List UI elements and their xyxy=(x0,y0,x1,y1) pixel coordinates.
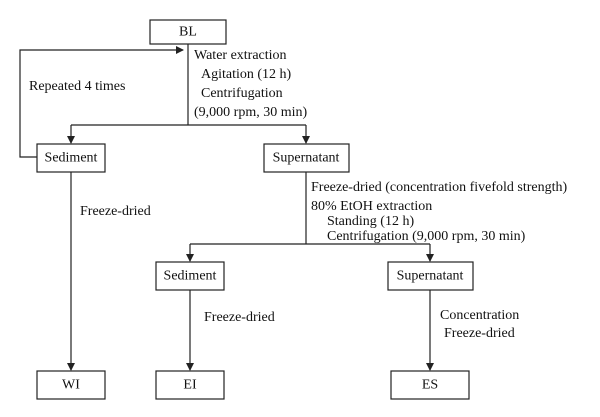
node-sediment-2-box xyxy=(155,261,225,291)
annotation-freeze-dried-wi: Freeze-dried xyxy=(80,204,151,219)
node-supernatant-2-label: Supernatant xyxy=(397,269,464,284)
node-bl: BL xyxy=(149,19,227,45)
annotation-agitation: Agitation (12 h) xyxy=(201,67,292,82)
node-wi-label: WI xyxy=(62,378,80,393)
repeat-loop-arrow xyxy=(19,46,184,158)
annotation-concentration: Concentration xyxy=(440,308,519,323)
node-es: ES xyxy=(390,370,470,400)
node-ei: EI xyxy=(155,370,225,400)
node-wi-box xyxy=(36,370,106,400)
node-bl-box xyxy=(149,19,227,45)
node-supernatant-1: Supernatant xyxy=(263,143,350,173)
annotation-centrifugation-params: (9,000 rpm, 30 min) xyxy=(194,105,307,120)
annotation-freeze-dried-es: Freeze-dried xyxy=(444,326,515,341)
node-es-label: ES xyxy=(422,378,438,393)
node-sediment-1-label: Sediment xyxy=(45,151,98,166)
annotation-freeze-dried-concentration: Freeze-dried (concentration fivefold str… xyxy=(311,180,568,195)
node-ei-box xyxy=(155,370,225,400)
node-supernatant-1-label: Supernatant xyxy=(273,151,340,166)
annotation-standing: Standing (12 h) xyxy=(327,214,414,229)
node-sediment-1-box xyxy=(36,143,106,173)
annotation-centrifugation-2: Centrifugation (9,000 rpm, 30 min) xyxy=(327,229,526,244)
annotation-centrifugation: Centrifugation xyxy=(201,86,283,101)
node-sediment-1: Sediment xyxy=(36,143,106,173)
node-bl-label: BL xyxy=(179,25,197,40)
annotation-freeze-dried-ei: Freeze-dried xyxy=(204,310,275,325)
node-sediment-2-label: Sediment xyxy=(164,269,217,284)
node-ei-label: EI xyxy=(183,378,197,393)
annotation-water-extraction: Water extraction xyxy=(194,48,287,63)
node-es-box xyxy=(390,370,470,400)
node-wi: WI xyxy=(36,370,106,400)
node-sediment-2: Sediment xyxy=(155,261,225,291)
annotation-etoh-extraction: 80% EtOH extraction xyxy=(311,199,432,214)
annotations: Water extraction Agitation (12 h) Centri… xyxy=(29,48,568,341)
node-supernatant-2: Supernatant xyxy=(387,261,474,291)
annotation-repeated: Repeated 4 times xyxy=(29,79,125,94)
connectors xyxy=(19,44,434,371)
node-supernatant-1-box xyxy=(263,143,350,173)
node-supernatant-2-box xyxy=(387,261,474,291)
